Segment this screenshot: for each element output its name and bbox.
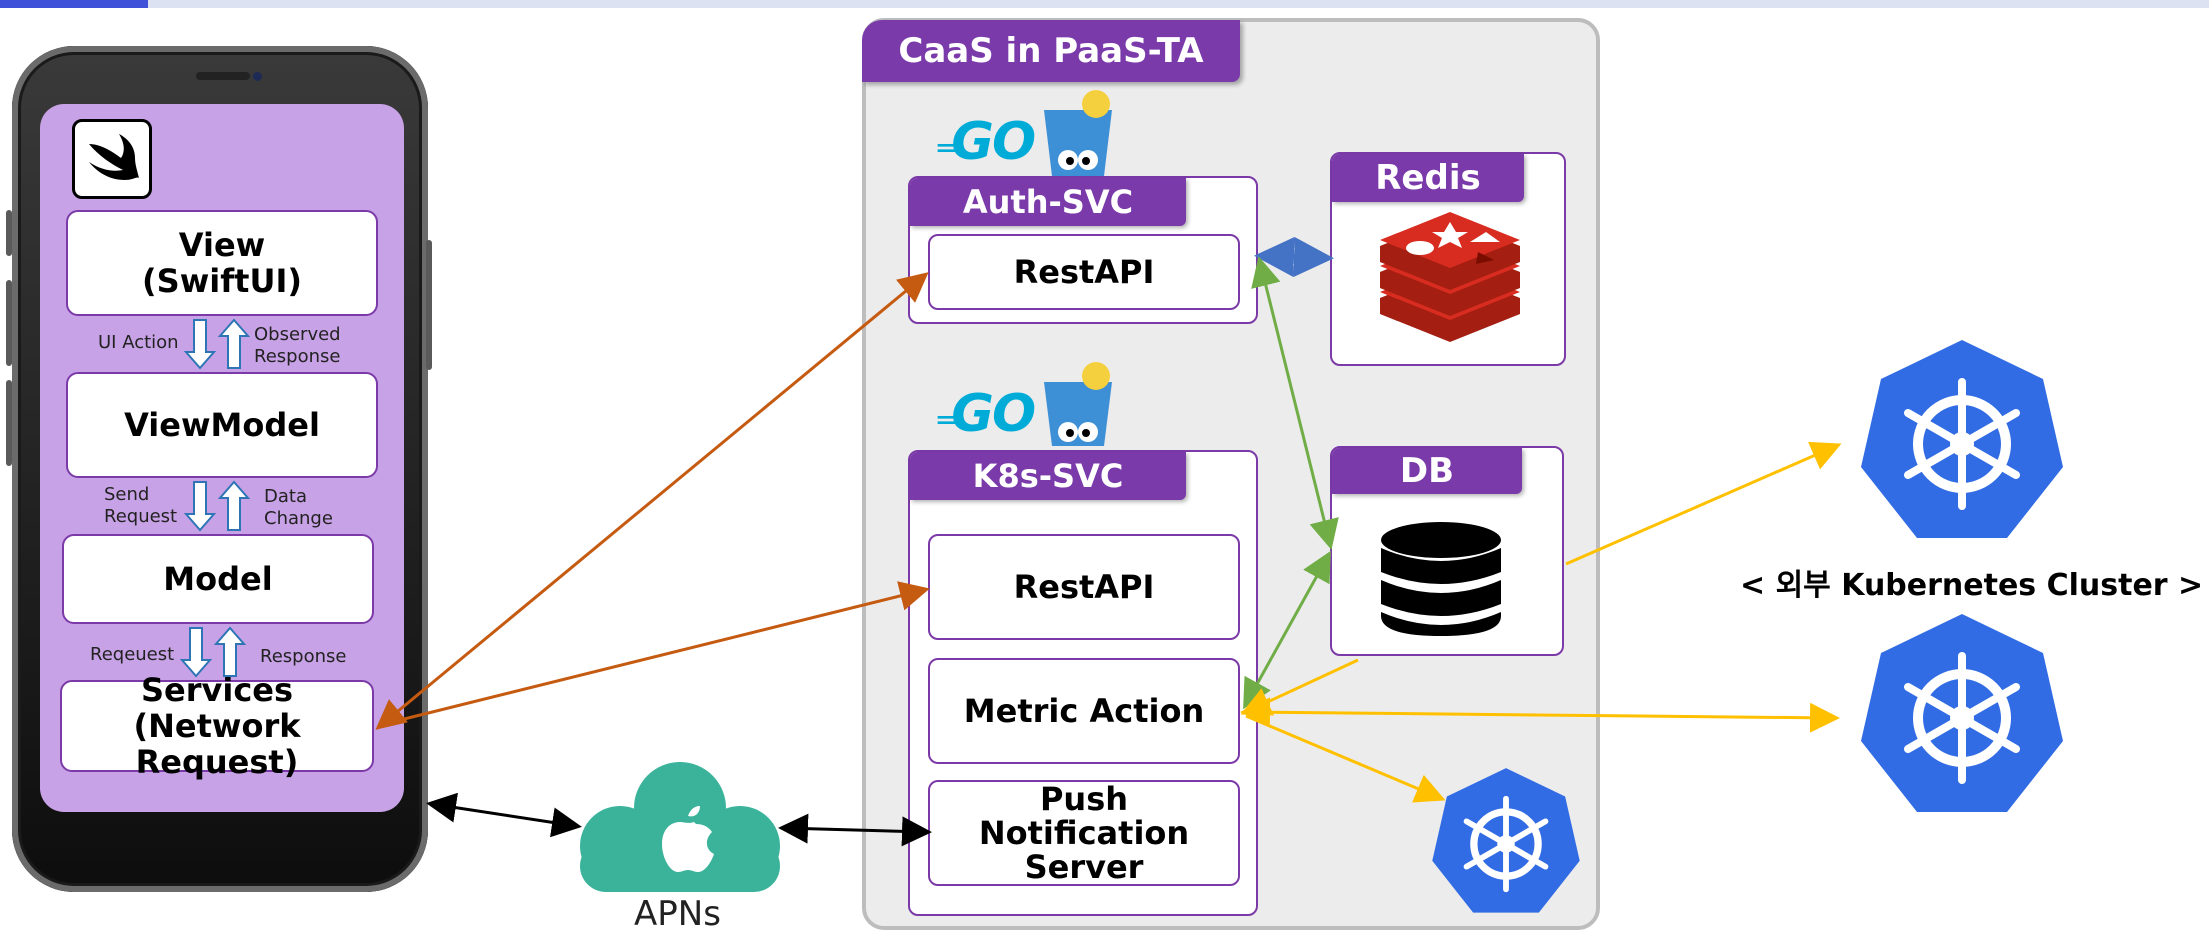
swift-logo-icon — [72, 119, 152, 199]
observed-response-label: Observed Response — [254, 324, 341, 367]
arrow-services-auth-restapi — [375, 272, 929, 730]
arrow-phone-apns — [426, 792, 582, 838]
arrow-metric-external-cluster — [1240, 697, 1840, 733]
go-logo-text: ═GO — [938, 384, 1036, 444]
up-arrow-icon — [217, 480, 251, 531]
up-arrow-icon — [217, 318, 251, 369]
top-bar-accent — [0, 0, 148, 8]
metric-action-box: Metric Action — [928, 658, 1240, 764]
phone-speaker — [196, 72, 250, 80]
view-layer-box: View (SwiftUI) — [66, 210, 378, 316]
arrow-apns-push-server — [778, 813, 932, 847]
caas-title: CaaS in PaaS-TA — [862, 20, 1240, 82]
viewmodel-layer-label: ViewModel — [124, 406, 320, 444]
go-logo-label: GO — [951, 384, 1036, 444]
db-title: DB — [1332, 448, 1522, 494]
phone-mute-switch — [6, 210, 12, 256]
phone-volume-up — [6, 280, 12, 366]
services-layer-box: Services (Network Request) — [60, 672, 374, 780]
apns-label: APNs — [634, 894, 721, 934]
k8s-svc-title: K8s-SVC — [910, 452, 1186, 500]
arrow-metric-local-cluster — [1245, 714, 1446, 803]
response-label: Response — [260, 646, 347, 667]
external-cluster-label: < 외부 Kubernetes Cluster > — [1740, 568, 2204, 603]
k8s-restapi-label: RestAPI — [1013, 568, 1155, 606]
model-layer-label: Model — [163, 560, 273, 598]
ui-action-label: UI Action — [98, 332, 179, 353]
viewmodel-layer-box: ViewModel — [66, 372, 378, 478]
reqeuest-label: Reqeuest — [90, 644, 175, 665]
top-bar — [0, 0, 2209, 8]
go-logo-label: GO — [951, 112, 1036, 172]
push-server-box: Push Notification Server — [928, 780, 1240, 886]
send-request-label: Send Request — [104, 484, 178, 527]
up-arrow-icon — [213, 626, 247, 677]
arrow-auth-redis — [1254, 237, 1334, 277]
phone-volume-down — [6, 380, 12, 466]
arrow-metric-db — [1243, 550, 1331, 710]
data-change-label: Data Change — [264, 486, 333, 529]
arrow-services-k8s-restapi — [383, 581, 930, 726]
auth-restapi-label: RestAPI — [1013, 253, 1155, 291]
view-layer-label: View (SwiftUI) — [142, 226, 302, 300]
model-layer-box: Model — [62, 534, 374, 624]
auth-svc-title: Auth-SVC — [910, 178, 1186, 226]
arrow-db-external-cluster — [1565, 441, 1842, 566]
go-gopher-drink-icon — [1044, 362, 1112, 446]
auth-restapi-box: RestAPI — [928, 234, 1240, 310]
redis-title: Redis — [1332, 154, 1524, 202]
down-arrow-icon — [183, 481, 217, 532]
go-gopher-drink-icon — [1044, 90, 1112, 176]
go-logo-text: ═GO — [938, 112, 1036, 172]
push-server-label: Push Notification Server — [978, 780, 1190, 886]
arrow-metric-db-yellow — [1240, 658, 1359, 716]
down-arrow-icon — [183, 319, 217, 370]
down-arrow-icon — [179, 627, 213, 678]
metric-action-label: Metric Action — [963, 692, 1205, 730]
arrow-auth-db — [1251, 256, 1339, 550]
services-layer-label: Services (Network Request) — [133, 671, 301, 781]
phone-camera — [253, 72, 262, 81]
k8s-restapi-box: RestAPI — [928, 534, 1240, 640]
